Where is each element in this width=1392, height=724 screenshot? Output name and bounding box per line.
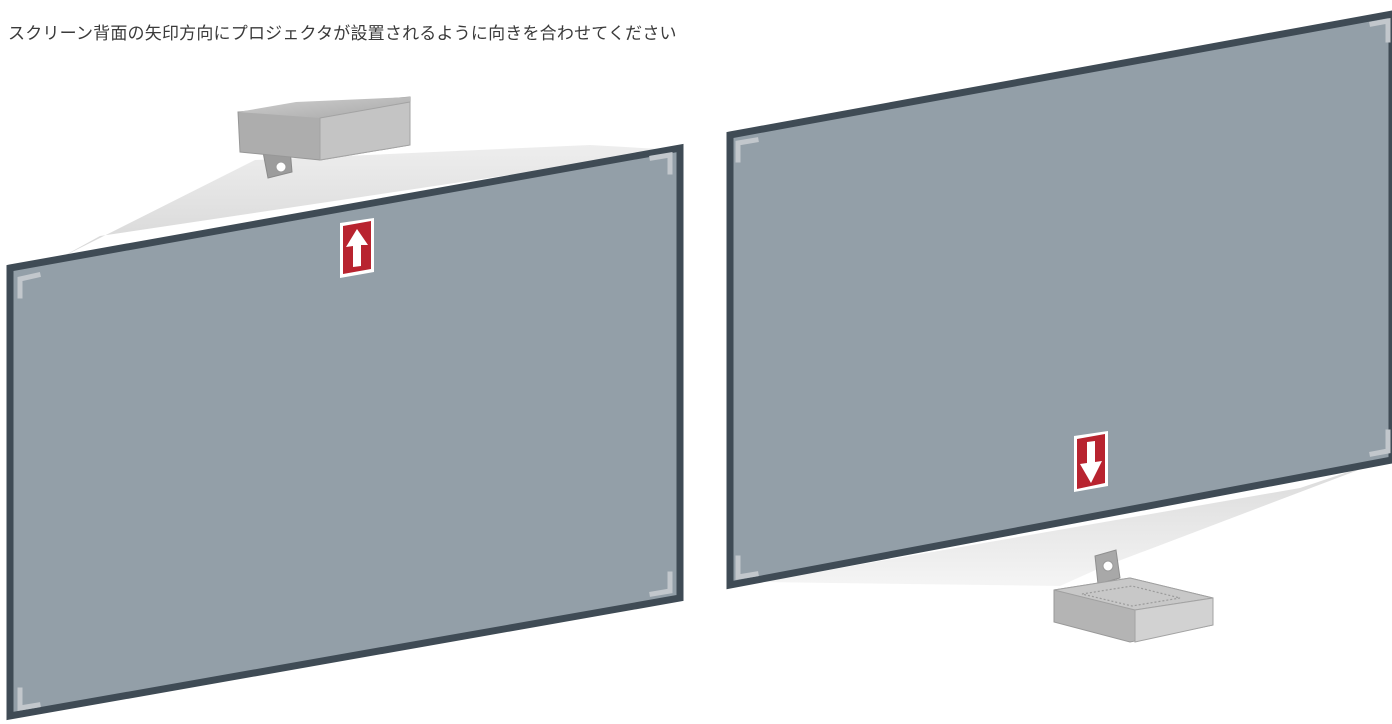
corner-bracket-right-tl: [735, 137, 759, 163]
corner-bracket-left-bl: [17, 687, 41, 711]
screen-right: [726, 10, 1392, 590]
corner-bracket-right-tr: [1369, 17, 1391, 43]
projector-left: [237, 96, 411, 179]
corner-bracket-right-bl: [735, 555, 759, 580]
down-arrow-icon: [1080, 441, 1102, 483]
corner-bracket-left-br: [649, 571, 673, 597]
corner-brackets-right: [735, 17, 1391, 580]
corner-bracket-left-tr: [649, 152, 673, 175]
projector-right-vent: [1081, 585, 1181, 607]
up-arrow-badge: [340, 218, 374, 278]
projector-right: [1053, 549, 1214, 643]
projector-left-lens: [275, 161, 287, 173]
light-beam-right: [760, 458, 1390, 586]
corner-brackets-left: [17, 152, 673, 711]
projector-left-top: [238, 97, 410, 118]
right-panel: [726, 10, 1392, 643]
up-arrow-icon: [346, 229, 368, 267]
corner-bracket-right-br: [1369, 429, 1391, 457]
screen-left: [6, 143, 684, 721]
left-panel: [6, 96, 684, 721]
projector-right-front: [1134, 597, 1214, 643]
projector-right-lens: [1102, 560, 1114, 572]
down-arrow-badge: [1074, 431, 1108, 492]
instruction-text: スクリーン背面の矢印方向にプロジェクタが設置されるように向きを合わせてください: [8, 24, 677, 44]
projector-left-front: [319, 101, 411, 161]
corner-bracket-left-tl: [17, 272, 41, 299]
